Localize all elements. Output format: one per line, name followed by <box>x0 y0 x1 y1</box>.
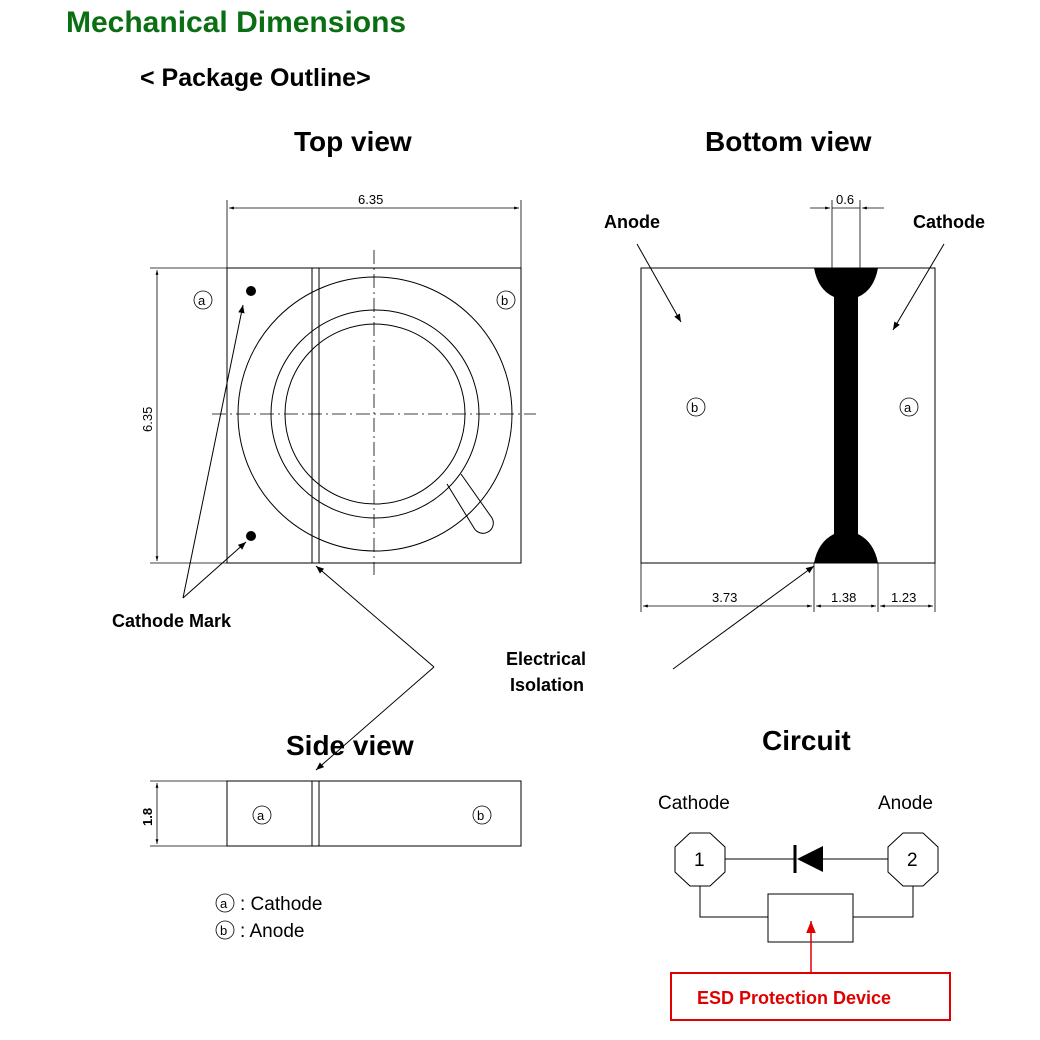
legend-b-text: : Anode <box>240 921 304 942</box>
cathode-mark-label: Cathode Mark <box>112 611 232 631</box>
diode-triangle <box>797 846 823 872</box>
bottom-view-anode-label: Anode <box>604 212 660 232</box>
bottom-view-terminal-a: a <box>904 400 912 415</box>
circuit-cathode-label: Cathode <box>658 793 730 814</box>
side-view: Side view 1.8 a b <box>140 730 522 847</box>
side-view-terminal-b: b <box>477 808 484 823</box>
top-view-height-dimension: 6.35 <box>140 407 155 432</box>
top-view: Top view 6.35 6.35 a b <box>140 126 536 575</box>
package-outline-subtitle: < Package Outline> <box>140 64 371 92</box>
esd-label: ESD Protection Device <box>697 988 891 1008</box>
page-title: Mechanical Dimensions <box>66 6 406 39</box>
side-view-height-dimension: 1.8 <box>140 808 155 826</box>
top-view-lens <box>284 323 466 505</box>
legend-a-text: : Cathode <box>240 894 322 915</box>
top-view-middle-ring <box>270 309 480 519</box>
pin-2-label: 2 <box>907 850 918 871</box>
circuit-title: Circuit <box>762 725 851 756</box>
circuit: Circuit Cathode Anode 1 2 ESD Protection… <box>658 725 951 1021</box>
circuit-anode-label: Anode <box>878 793 933 814</box>
electrical-isolation-label-line1: Electrical <box>506 649 586 669</box>
electrical-isolation-strip <box>814 268 878 563</box>
electrical-isolation-label-line2: Isolation <box>510 675 584 695</box>
top-view-terminal-b: b <box>501 293 508 308</box>
bottom-view-right-dimension: 1.23 <box>891 590 916 605</box>
pin-1-label: 1 <box>694 850 705 871</box>
bottom-view-package-body <box>640 267 936 564</box>
top-view-title: Top view <box>294 126 412 157</box>
top-view-outer-ring <box>237 276 513 552</box>
top-view-width-dimension: 6.35 <box>358 192 383 207</box>
cathode-mark-dot-bottom <box>246 531 256 541</box>
bottom-view-title: Bottom view <box>705 126 872 157</box>
terminal-legend: a : Cathode b : Anode <box>215 893 322 942</box>
legend-b-symbol: b <box>220 923 227 938</box>
pin-2-octagon <box>887 832 939 887</box>
bottom-view-terminal-b: b <box>691 400 698 415</box>
bottom-view: Bottom view 0.6 Anode Cathode b a 3.73 1… <box>604 126 985 612</box>
esd-label-box <box>670 972 951 1021</box>
bottom-view-mid-dimension: 1.38 <box>831 590 856 605</box>
legend-a-symbol: a <box>220 896 228 911</box>
side-view-terminal-a: a <box>257 808 265 823</box>
bottom-view-cathode-label: Cathode <box>913 212 985 232</box>
top-view-terminal-a: a <box>198 293 206 308</box>
pin-1-octagon <box>674 832 726 887</box>
side-view-title: Side view <box>286 730 414 761</box>
bottom-view-gap-dimension: 0.6 <box>836 192 854 207</box>
bottom-view-left-dimension: 3.73 <box>712 590 737 605</box>
cathode-mark-dot-top <box>246 286 256 296</box>
top-view-tab <box>446 473 494 534</box>
side-view-package-body <box>226 780 522 847</box>
